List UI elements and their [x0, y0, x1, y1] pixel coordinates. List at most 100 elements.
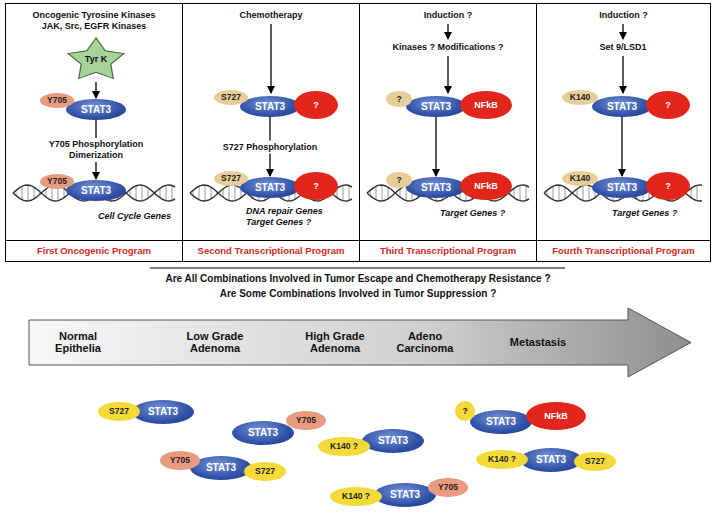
dna-rung [22, 186, 23, 199]
oval-label: K140 [570, 174, 590, 183]
oval-label: S727 [109, 407, 129, 416]
oval-label: STAT3 [607, 102, 637, 112]
modification-oval: S727 [244, 462, 286, 481]
question-text: Are All Combinations Involved in Tumor E… [58, 273, 658, 285]
stat3-oval: STAT3 [470, 410, 532, 434]
induction-arrow [270, 24, 271, 93]
stat3-oval: STAT3 [406, 177, 466, 198]
oval-label: K140 ? [330, 442, 358, 451]
gene-note: Kinases ? Modifications ? [363, 42, 533, 53]
stat3-oval: STAT3 [520, 448, 582, 472]
stage-label: Low Grade Adenoma [178, 330, 253, 354]
oval-label: ? [462, 407, 467, 416]
oval-label: Y705 [438, 483, 458, 492]
program-title: Second Transcriptional Program [183, 240, 359, 261]
oval-label: ? [665, 182, 671, 191]
dna-rung [211, 187, 212, 199]
dna-rung [526, 186, 527, 201]
oval-label: ? [396, 176, 401, 185]
modification-oval: K140 ? [330, 487, 382, 506]
arrow-connector [621, 117, 622, 176]
dna-rung [388, 187, 389, 199]
phospho-oval: Y705 [428, 478, 468, 497]
modification-oval: S727 [574, 452, 616, 471]
oval-label: Y705 [170, 456, 190, 465]
dna-rung [166, 185, 167, 200]
dna-rung [382, 185, 383, 201]
dna-rung [514, 188, 515, 197]
dna-rung [34, 187, 35, 199]
dna-rung [343, 185, 344, 200]
dna-rung [28, 185, 29, 201]
oval-label: STAT3 [148, 407, 178, 417]
partner-oval: ? [646, 91, 690, 119]
induction-arrow [622, 24, 623, 39]
oval-label: STAT3 [390, 490, 420, 500]
partner-oval: ? [646, 172, 690, 200]
progression-arrow: Normal Epithelia Low Grade Adenoma High Gr… [28, 305, 693, 380]
modification-oval: S727 [214, 171, 248, 186]
oval-label: STAT3 [206, 463, 236, 473]
stat3-oval: STAT3 [232, 421, 294, 445]
induction-arrow [447, 56, 448, 93]
star-outline [68, 38, 124, 79]
stat3-oval: STAT3 [66, 99, 126, 120]
oval-label: STAT3 [536, 455, 566, 465]
stat3-oval: STAT3 [66, 180, 126, 201]
dna-rung [142, 185, 143, 201]
program-title: Third Transcriptional Program [360, 240, 536, 261]
program-title: Fourth Transcriptional Program [537, 240, 710, 261]
oval-label: K140 ? [342, 492, 370, 501]
oval-label: ? [665, 101, 671, 110]
stat3-oval: STAT3 [406, 96, 466, 117]
dna-rung [400, 189, 401, 197]
dna-rung [205, 185, 206, 201]
oval-label: STAT3 [421, 183, 451, 193]
gene-note: DNA repair Genes Target Genes ? [246, 206, 336, 228]
gene-note: Target Genes ? [612, 208, 692, 219]
program-panel: Induction ? Third Transcriptional Program… [359, 3, 537, 262]
oval-label: ? [313, 182, 319, 191]
partner-oval: ? [294, 172, 338, 200]
program-panel: Induction ? Fourth Transcriptional Progra… [536, 3, 711, 262]
dna-rung [376, 186, 377, 199]
induction-arrow [447, 24, 448, 39]
question-text: Are Some Combinations Involved in Tumor … [58, 288, 658, 300]
dna-rung [229, 186, 230, 201]
dna-rung [577, 189, 578, 197]
dna-rung [589, 185, 590, 200]
modification-oval: K140 [562, 171, 598, 186]
modification-oval: K140 [562, 90, 598, 105]
program-title: First Oncogenic Program [6, 240, 182, 261]
stage-label: High Grade Adenoma [298, 330, 373, 354]
modification-oval: ? [455, 401, 475, 421]
oval-label: STAT3 [255, 183, 285, 193]
partner-oval: NFkB [460, 91, 512, 119]
stat3-oval: STAT3 [132, 400, 194, 424]
panel-heading: Induction ? [557, 10, 690, 21]
partner-oval: NFkB [460, 172, 512, 200]
arrow-connector [95, 82, 96, 98]
panel-heading: Induction ? [380, 10, 516, 21]
oval-label: ? [396, 95, 401, 104]
dna-rung [349, 186, 350, 201]
phospho-oval: Y705 [286, 411, 326, 430]
oval-label: S727 [221, 174, 241, 183]
kinase-label: Tyr K [85, 54, 107, 64]
oval-label: STAT3 [248, 428, 278, 438]
oval-label: NFkB [544, 412, 568, 421]
modification-oval: ? [386, 91, 412, 107]
oval-label: S727 [255, 467, 275, 476]
oval-label: NFkB [474, 101, 498, 110]
oval-label: STAT3 [378, 436, 408, 446]
dna-rung [199, 186, 200, 199]
panel-heading: Chemotherapy [203, 10, 339, 21]
oval-label: STAT3 [255, 102, 285, 112]
dna-rung [160, 188, 161, 197]
dna-rung [697, 185, 698, 200]
oval-label: STAT3 [486, 417, 516, 427]
phospho-oval: Y705 [40, 174, 74, 189]
oval-label: S727 [221, 93, 241, 102]
oval-label: Y705 [296, 416, 316, 425]
stage-label: Normal Epithelia [41, 330, 116, 354]
